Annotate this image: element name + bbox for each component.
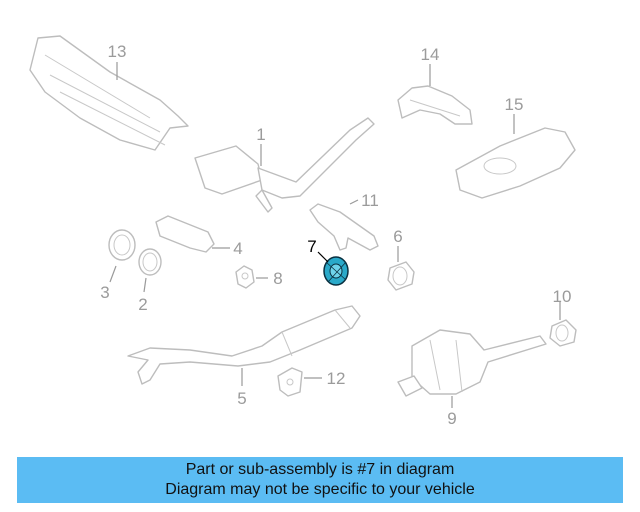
part-4-gasket[interactable] (155, 215, 230, 253)
part-3-clamp[interactable] (108, 229, 136, 283)
banner-line-disclaimer: Diagram may not be specific to your vehi… (165, 481, 475, 498)
part-15-heat-shield[interactable] (455, 114, 576, 199)
part-6-clamp[interactable] (387, 246, 415, 291)
banner-line-part: Part or sub-assembly is #7 in diagram (185, 461, 455, 478)
callout-11: 11 (361, 191, 379, 210)
part-11-bracket[interactable] (309, 199, 379, 251)
callout-10: 10 (553, 287, 572, 306)
callout-13: 13 (108, 42, 127, 61)
callout-15: 15 (505, 95, 524, 114)
part-5-intermediate-pipe[interactable] (127, 305, 361, 386)
part-7-insulator[interactable] (317, 251, 349, 286)
callout-8: 8 (273, 269, 282, 288)
callout-14: 14 (421, 45, 440, 64)
part-1-converter-pipe[interactable] (194, 117, 375, 213)
part-13-heat-shield[interactable] (29, 35, 189, 151)
part-10-clamp[interactable] (549, 302, 577, 347)
callout-12: 12 (327, 369, 346, 388)
part-9-muffler[interactable] (397, 329, 547, 408)
callout-4: 4 (233, 239, 242, 258)
part-14-heat-shield[interactable] (397, 64, 473, 125)
part-12-bracket[interactable] (277, 367, 322, 397)
callout-1: 1 (256, 125, 265, 144)
callout-6: 6 (393, 227, 402, 246)
part-8-hanger[interactable] (235, 265, 268, 289)
info-banner: Part or sub-assembly is #7 in diagram Di… (17, 457, 623, 503)
callout-3: 3 (100, 283, 109, 302)
callout-5: 5 (237, 389, 246, 408)
callout-2: 2 (138, 295, 147, 314)
part-2-gasket-ring[interactable] (138, 248, 162, 293)
callout-7: 7 (307, 237, 316, 256)
callout-9: 9 (447, 409, 456, 428)
